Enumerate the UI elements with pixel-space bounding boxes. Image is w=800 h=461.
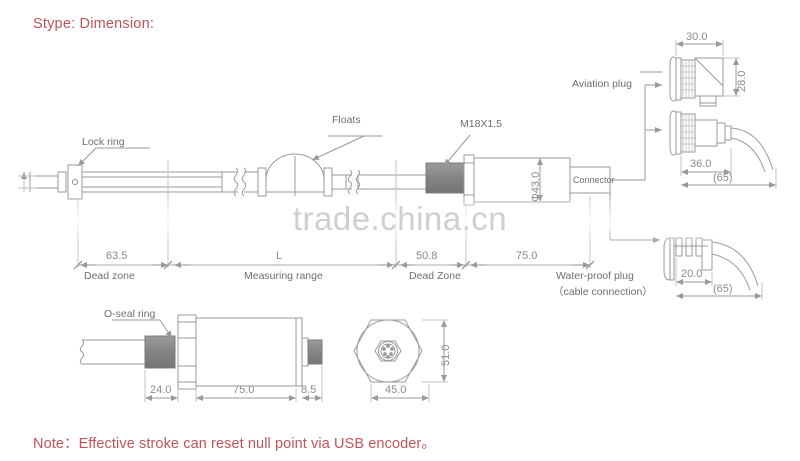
- dim-across-corners: 51.0: [440, 344, 452, 366]
- dim-straight-length: 36.0: [690, 158, 712, 170]
- leader-thread: [443, 134, 471, 167]
- dim-value-1: L: [276, 250, 283, 262]
- label-lock-ring: Lock ring: [82, 136, 125, 148]
- dim-diameter: Φ43.0: [530, 171, 542, 202]
- dim-section-body: 75.0: [233, 384, 255, 396]
- label-floats: Floats: [332, 114, 361, 126]
- dim-caption-0: Dead zone: [84, 270, 135, 282]
- plug-routing: [609, 71, 662, 243]
- leader-lock-ring: [77, 147, 97, 167]
- plug-right-angle: [669, 40, 740, 107]
- label-aviation-plug: Aviation plug: [572, 78, 632, 90]
- dim-gland-length: 20.0: [681, 268, 703, 280]
- break-symbol-2: [346, 169, 361, 195]
- label-thread: M18X1.5: [460, 118, 503, 130]
- label-o-seal-ring: O-seal ring: [104, 308, 156, 320]
- dim-value-2: 50.8: [416, 250, 438, 262]
- dim-caption-3b: （cable connection）: [553, 286, 653, 298]
- section-view: [79, 314, 323, 402]
- dim-value-3: 75.0: [516, 250, 538, 262]
- break-symbol-1: [222, 167, 258, 197]
- dim-section-thread: 24.0: [150, 384, 172, 396]
- dim-section-tail: 8.5: [301, 384, 317, 396]
- dim-plug-width: 30.0: [686, 31, 708, 43]
- dim-straight-cable: (65): [713, 172, 733, 184]
- dim-caption-1: Measuring range: [244, 270, 323, 282]
- page-title: Stype: Dimension:: [33, 16, 155, 32]
- dim-across-flats: 45.0: [385, 384, 407, 396]
- dim-gland-cable: (65): [713, 283, 733, 295]
- float-body: [265, 153, 325, 196]
- end-view: [353, 319, 448, 402]
- label-connector: Connector: [573, 175, 615, 185]
- leader-floats: [311, 135, 365, 161]
- dim-caption-2: Dead Zone: [409, 270, 461, 282]
- dim-plug-height: 28.0: [736, 70, 748, 92]
- footer-note: Note：Effective stroke can reset null poi…: [33, 436, 436, 452]
- dim-caption-3: Water-proof plug: [556, 270, 634, 282]
- dim-value-0: 63.5: [106, 250, 128, 262]
- lock-ring-part: [67, 164, 83, 200]
- plug-straight: [669, 110, 777, 189]
- rod-tip: [29, 172, 59, 192]
